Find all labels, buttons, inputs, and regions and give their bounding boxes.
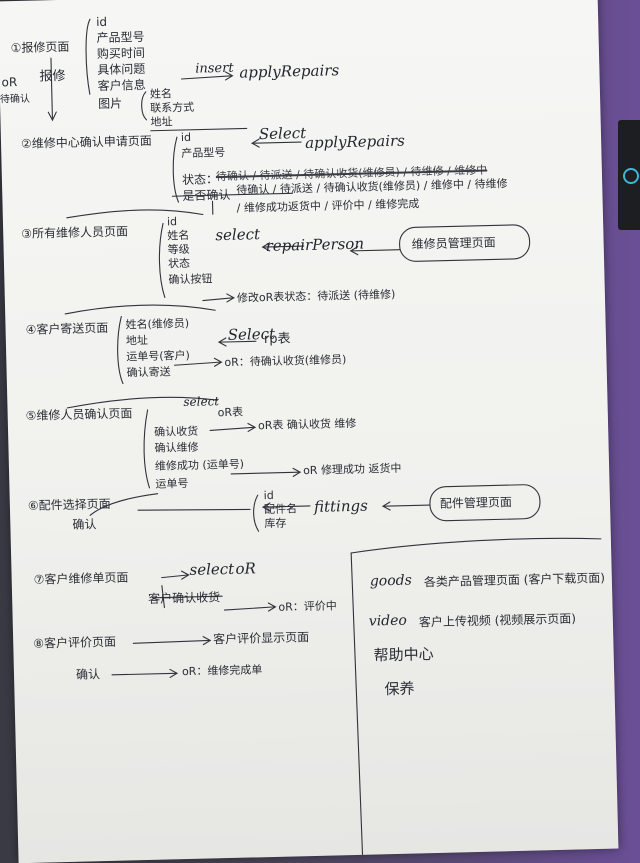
s4-table: rp表 (264, 332, 291, 347)
s2-op: Select (259, 126, 307, 141)
s2-confirm: 是否确认 (182, 188, 230, 203)
s3-field-name: 姓名 (167, 229, 189, 244)
s5-table: oR表 (218, 406, 244, 421)
s7-page-title: ⑦客户维修单页面 (34, 570, 129, 586)
s3-manager: 维修员管理页面 (411, 235, 495, 251)
s5-field-repair: 确认维修 (154, 441, 198, 456)
s5-result2: oR 修理成功 返货中 (303, 462, 402, 478)
s2-table: applyRepairs (305, 134, 405, 150)
s7-action: 客户确认收货 (148, 590, 220, 606)
s1-field-customer: 客户信息 (97, 78, 145, 93)
device-power-icon (623, 168, 639, 184)
s6-field-id: id (264, 489, 274, 503)
side-goods: goods (370, 574, 412, 589)
s5-field-receive: 确认收货 (154, 425, 198, 440)
side-help: 帮助中心 (373, 647, 433, 662)
s1-table: applyRepairs (239, 63, 339, 79)
s1-field-buytime: 购买时间 (97, 46, 145, 61)
s4-field-confirm-send: 确认寄送 (127, 365, 171, 380)
s1-page-title: ①报修页面 (11, 40, 70, 55)
side-maintain: 保养 (384, 681, 414, 696)
s5-field-waybill: 运单号 (155, 477, 188, 492)
s7-result: oR：评价中 (278, 599, 337, 614)
s4-result: oR：待确认收货(维修员) (224, 353, 346, 370)
s1-op: insert (195, 62, 234, 77)
s3-op: select (215, 227, 260, 242)
s1-field-image: 图片 (98, 96, 122, 111)
s8-target: 客户评价显示页面 (213, 630, 309, 646)
s2-field-model: 产品型号 (181, 146, 225, 161)
s3-field-level: 等级 (168, 243, 190, 258)
s5-field-success: 维修成功 (运单号) (155, 458, 244, 474)
s4-page-title: ④客户寄送页面 (25, 321, 108, 337)
s5-result1: oR表 确认收货 维修 (258, 417, 357, 433)
s1-or-status: 待确认 (0, 93, 30, 108)
s2-field-id: id (181, 131, 191, 145)
s4-field-waybill: 运单号(客户) (126, 349, 190, 365)
s1-customer-name: 姓名 (150, 87, 172, 102)
s8-page-title: ⑧客户评价页面 (33, 635, 116, 651)
s6-field-part-name: 配件名 (264, 502, 297, 517)
s4-field-address: 地址 (126, 334, 148, 349)
s3-field-status: 状态 (168, 257, 190, 272)
s2-status-label: 状态： (182, 172, 218, 187)
s6-table: fittings (314, 499, 368, 514)
s7-table: oR (235, 561, 256, 575)
s7-op: select (189, 562, 234, 577)
s1-field-id: id (96, 15, 107, 29)
side-video: video (369, 614, 407, 629)
s8-action: 确认 (76, 667, 100, 682)
s6-field-stock: 库存 (264, 517, 286, 532)
handwritten-notes-paper: ①报修页面 oR 报修 待确认 id 产品型号 购买时间 具体问题 客户信息 图… (0, 0, 618, 863)
s4-field-repairer: 姓名(维修员) (125, 317, 189, 333)
s6-action: 确认 (72, 517, 96, 532)
s5-page-title: ⑤维修人员确认页面 (26, 406, 133, 423)
s8-result: oR：维修完成单 (182, 663, 263, 679)
s3-field-confirm-button: 确认按钮 (168, 272, 212, 287)
s3-page-title: ③所有维修人员页面 (21, 224, 128, 241)
s1-or-label: oR (1, 75, 17, 89)
s1-field-model: 产品型号 (96, 30, 144, 45)
s3-table: repairPerson (265, 237, 364, 253)
s5-op: select (183, 394, 219, 409)
s6-page-title: ⑥配件选择页面 (28, 497, 111, 513)
s6-manager: 配件管理页面 (440, 495, 512, 511)
s1-customer-address: 地址 (150, 115, 172, 130)
s1-customer-contact: 联系方式 (150, 101, 194, 116)
s1-field-problem: 具体问题 (97, 62, 145, 77)
s3-field-id: id (167, 215, 177, 229)
s1-action: 报修 (39, 70, 65, 85)
